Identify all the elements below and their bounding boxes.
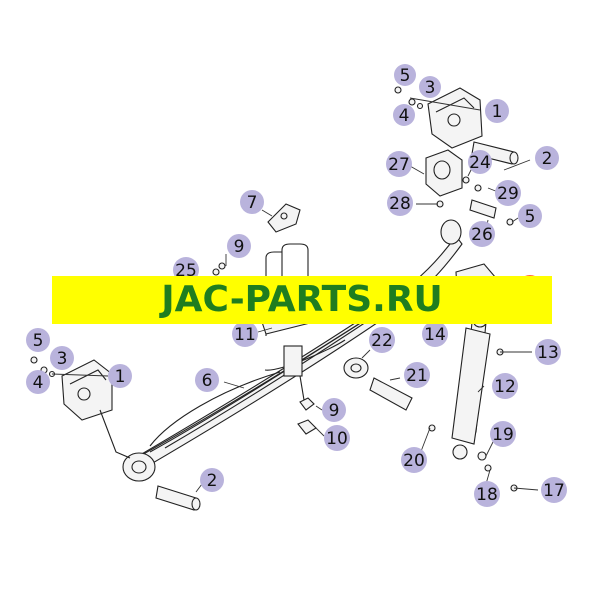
svg-text:24: 24 — [469, 153, 491, 173]
svg-text:21: 21 — [406, 366, 428, 386]
svg-text:5: 5 — [33, 331, 44, 351]
callout-13: 13 — [535, 339, 561, 365]
svg-text:6: 6 — [202, 371, 213, 391]
callout-10: 10 — [324, 425, 350, 451]
svg-text:26: 26 — [471, 225, 493, 245]
callout-6: 6 — [195, 368, 219, 392]
svg-text:22: 22 — [371, 331, 393, 351]
shock-absorber — [451, 312, 491, 460]
svg-text:9: 9 — [329, 401, 340, 421]
callout-20: 20 — [401, 447, 427, 473]
svg-text:13: 13 — [537, 343, 559, 363]
svg-text:5: 5 — [525, 207, 536, 227]
callout-3-top: 3 — [419, 76, 441, 98]
callout-3-left: 3 — [50, 346, 74, 370]
callout-5-left: 5 — [26, 328, 50, 352]
callout-11: 11 — [232, 321, 258, 347]
callout-1-left: 1 — [108, 364, 132, 388]
svg-text:17: 17 — [543, 481, 565, 501]
watermark-text: JAC-PARTS.RU — [161, 279, 443, 320]
lower-nuts — [297, 397, 317, 435]
svg-text:1: 1 — [492, 102, 503, 122]
svg-text:3: 3 — [425, 78, 436, 98]
callout-5-mid: 5 — [518, 204, 542, 228]
svg-text:1: 1 — [115, 367, 126, 387]
callout-14: 14 — [422, 321, 448, 347]
svg-text:18: 18 — [476, 485, 498, 505]
callout-9-low: 9 — [322, 398, 346, 422]
pins — [155, 141, 519, 511]
watermark-banner — [52, 276, 552, 324]
svg-text:5: 5 — [400, 66, 411, 86]
svg-text:12: 12 — [494, 377, 516, 397]
svg-text:9: 9 — [234, 237, 245, 257]
bump-stop — [343, 357, 413, 411]
svg-text:2: 2 — [207, 471, 218, 491]
svg-text:3: 3 — [57, 349, 68, 369]
callout-21: 21 — [404, 362, 430, 388]
shackle — [425, 149, 463, 197]
callout-28: 28 — [387, 190, 413, 216]
svg-text:19: 19 — [492, 425, 514, 445]
svg-text:7: 7 — [247, 193, 258, 213]
callout-4-left: 4 — [26, 370, 50, 394]
svg-text:14: 14 — [424, 325, 446, 345]
callout-7: 7 — [240, 190, 264, 214]
svg-text:4: 4 — [399, 106, 410, 126]
callout-5-top: 5 — [394, 64, 416, 86]
callout-12: 12 — [492, 373, 518, 399]
spring-plate — [267, 203, 301, 233]
callout-17: 17 — [541, 477, 567, 503]
svg-text:20: 20 — [403, 451, 425, 471]
svg-text:11: 11 — [234, 325, 256, 345]
callout-2-top: 2 — [535, 146, 559, 170]
callout-18: 18 — [474, 481, 500, 507]
svg-text:28: 28 — [389, 194, 411, 214]
callout-24: 24 — [468, 150, 492, 174]
callout-9-top: 9 — [227, 234, 251, 258]
svg-text:10: 10 — [326, 429, 348, 449]
callout-19: 19 — [490, 421, 516, 447]
callout-29: 29 — [495, 180, 521, 206]
svg-text:2: 2 — [542, 149, 553, 169]
callout-1-top: 1 — [485, 99, 509, 123]
callout-26: 26 — [469, 221, 495, 247]
rear-bracket — [427, 87, 483, 149]
svg-text:4: 4 — [33, 373, 44, 393]
svg-text:27: 27 — [388, 155, 410, 175]
callout-27: 27 — [386, 151, 412, 177]
callout-22: 22 — [369, 327, 395, 353]
callout-4-top: 4 — [393, 104, 415, 126]
callout-2-low: 2 — [200, 468, 224, 492]
svg-text:29: 29 — [497, 184, 519, 204]
